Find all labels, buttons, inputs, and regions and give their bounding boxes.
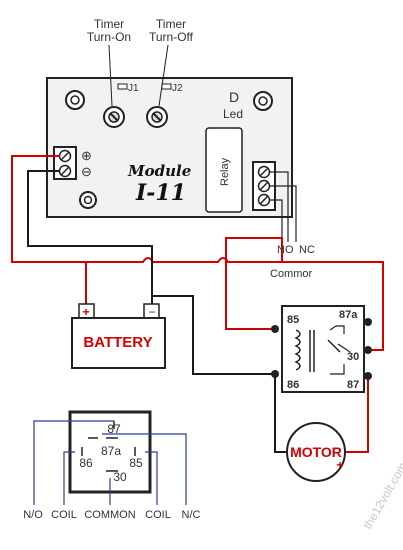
battery-minus-sign: − — [148, 305, 155, 319]
nc-label: NC — [299, 244, 315, 256]
timer-module: J1 J2 D Led ⊕ ⊖ Module I-11 Relay — [46, 77, 293, 218]
mount-hole-top-left — [65, 90, 85, 110]
minus-symbol: ⊖ — [81, 164, 92, 179]
jumper-j2 — [161, 83, 172, 90]
timer-on-label-line1: Timer — [94, 17, 124, 31]
relay-terminal-87a[interactable] — [364, 318, 372, 326]
battery: + − BATTERY — [71, 303, 166, 369]
relay-pin-85-label: 85 — [287, 314, 299, 326]
pinout-87-label: 87 — [107, 422, 121, 436]
timer-off-label-line1: Timer — [156, 17, 186, 31]
legend-nc-label: N/C — [182, 509, 201, 521]
pinout-85-label: 85 — [129, 456, 143, 470]
timer-on-potentiometer[interactable] — [103, 106, 125, 128]
automotive-relay: 85 87a 30 86 87 — [271, 305, 372, 393]
relay-terminal-86[interactable] — [271, 370, 279, 378]
leader-coil-left — [63, 451, 75, 505]
watermark: the12volt.com — [360, 460, 403, 532]
plus-symbol: ⊕ — [81, 148, 92, 163]
relay-terminal-30[interactable] — [364, 346, 372, 354]
leader-no — [33, 420, 114, 505]
relay-pinout-legend: 87 87a 86 85 30 N/O COIL COMMON COIL N/C — [23, 410, 201, 521]
relay-terminal-85[interactable] — [271, 325, 279, 333]
timer-off-label-line2: Turn-Off — [149, 30, 194, 44]
motor-plus-sign: + — [336, 458, 343, 472]
wire-positive-bus — [86, 257, 384, 351]
j1-label: J1 — [128, 83, 139, 94]
leader-nc — [102, 433, 187, 505]
wire-86-to-motor — [274, 374, 287, 453]
module-title: Module — [127, 162, 191, 180]
wire-87-to-motor — [344, 376, 369, 453]
relay-switch-icon — [327, 339, 341, 353]
led-icon: D — [229, 89, 239, 105]
battery-plus-sign: + — [82, 305, 89, 319]
legend-no-label: N/O — [23, 509, 43, 521]
motor: MOTOR + — [286, 422, 346, 482]
j2-label: J2 — [172, 83, 183, 94]
pinout-86-label: 86 — [79, 456, 93, 470]
legend-coil-left-label: COIL — [51, 509, 77, 521]
black-wires — [27, 170, 287, 453]
relay-terminal-87[interactable] — [364, 372, 372, 380]
relay-pin-87a-label: 87a — [339, 309, 358, 321]
battery-label: BATTERY — [83, 334, 152, 351]
timer-off-potentiometer[interactable] — [146, 106, 168, 128]
relay-pin-86-label: 86 — [287, 379, 299, 391]
wire-negative-to-86 — [152, 295, 275, 375]
power-terminal-block — [53, 146, 77, 180]
legend-coil-right-label: COIL — [145, 509, 171, 521]
jumper-j1 — [117, 83, 128, 90]
wire-no-to-85 — [225, 237, 283, 330]
relay-body — [281, 305, 365, 393]
motor-body — [286, 422, 346, 482]
pinout-30-label: 30 — [113, 470, 127, 484]
relay-coil-icon — [294, 329, 301, 371]
wire-board-negative — [27, 170, 153, 306]
leader-coil-right — [145, 451, 158, 505]
timer-on-label-line2: Turn-On — [87, 30, 131, 44]
common-label: Commor — [270, 268, 313, 280]
led-label: Led — [223, 107, 243, 121]
red-wires — [11, 155, 384, 453]
module-relay — [205, 127, 243, 213]
relay-pin-30-label: 30 — [347, 351, 359, 363]
mount-hole-bottom-left — [79, 191, 97, 209]
module-model: I-11 — [135, 180, 186, 206]
mount-hole-top-right — [253, 91, 273, 111]
motor-label: MOTOR — [290, 444, 342, 460]
battery-body — [71, 317, 166, 369]
module-relay-label: Relay — [219, 157, 231, 186]
legend-common-label: COMMON — [84, 509, 135, 521]
pinout-87a-label: 87a — [101, 444, 121, 458]
relay-pin-87-label: 87 — [347, 379, 359, 391]
no-label: NO — [277, 244, 294, 256]
relay-terminal-block — [252, 161, 276, 211]
